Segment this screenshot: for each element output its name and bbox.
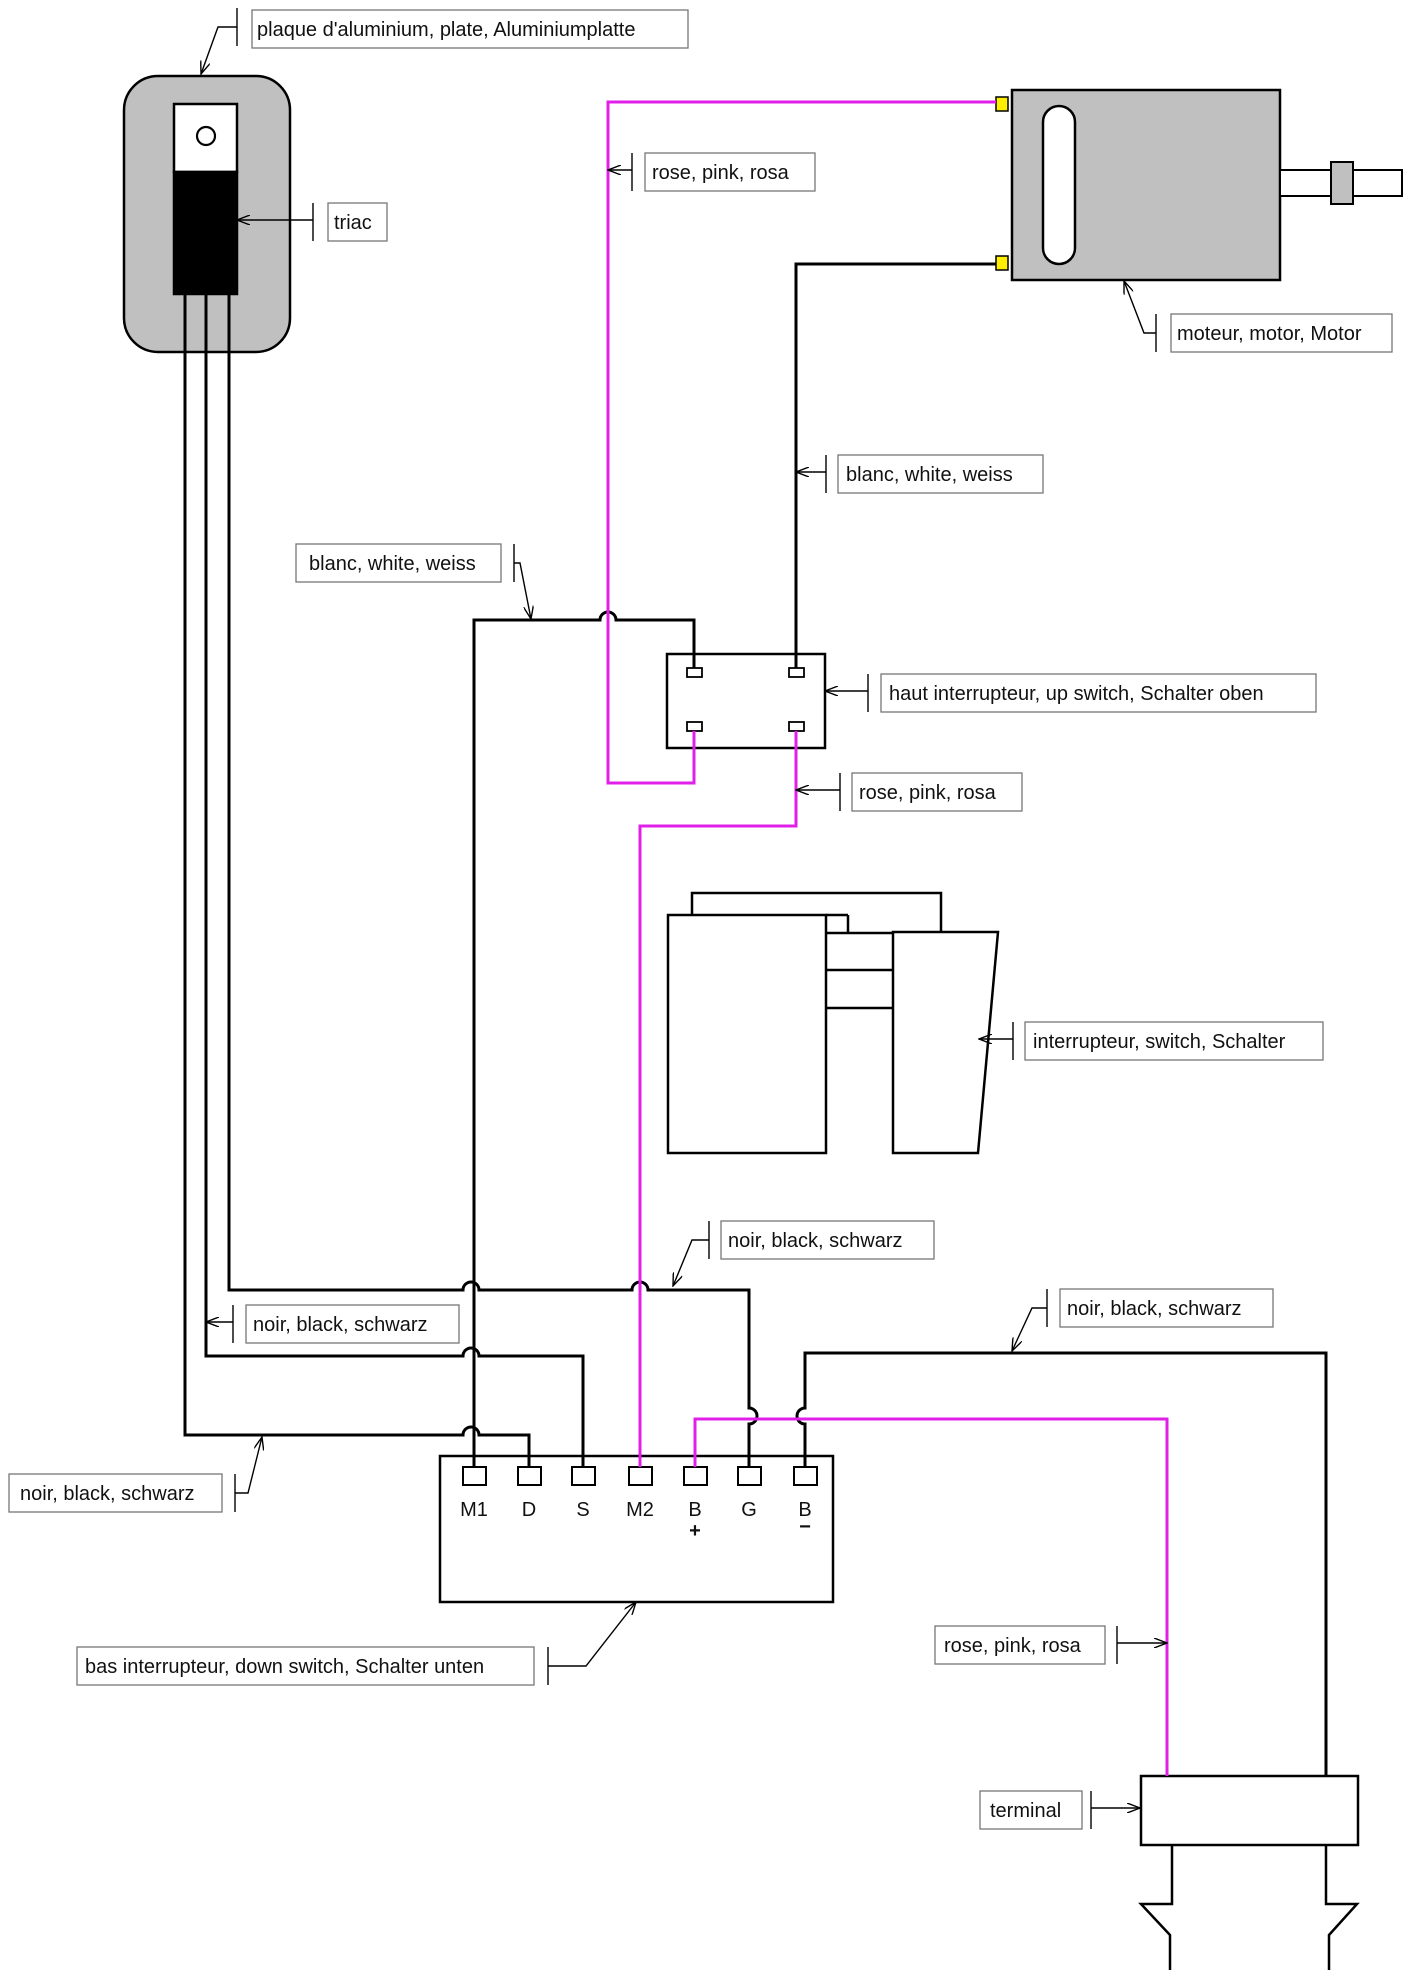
label-black-left: noir, black, schwarz [206, 1304, 460, 1344]
plus-sign: + [689, 1520, 701, 1542]
pin-m1: M1 [460, 1499, 488, 1521]
label-black-bottom-left: noir, black, schwarz [8, 1437, 262, 1513]
label-pink-top-text: rose, pink, rosa [652, 162, 790, 184]
label-pink-mid: rose, pink, rosa [796, 772, 1023, 812]
label-pink-bottom: rose, pink, rosa [934, 1625, 1167, 1665]
pink-wires [606, 100, 1169, 1776]
triac [172, 102, 239, 296]
minus-sign: − [799, 1516, 811, 1538]
label-triac-text: triac [334, 212, 372, 234]
label-white-right: blanc, white, weiss [796, 454, 1044, 494]
label-terminal-text: terminal [990, 1800, 1061, 1822]
label-down-switch: bas interrupteur, down switch, Schalter … [76, 1602, 636, 1686]
pin-b-minus: B [798, 1499, 811, 1521]
label-pink-top: rose, pink, rosa [608, 152, 816, 192]
label-white-right-text: blanc, white, weiss [846, 464, 1013, 486]
label-triac: triac [237, 202, 388, 242]
label-black-mid-text: noir, black, schwarz [728, 1230, 903, 1252]
motor [995, 88, 1403, 282]
label-switch-text: interrupteur, switch, Schalter [1033, 1031, 1286, 1053]
label-black-bottom-left-text: noir, black, schwarz [20, 1483, 195, 1505]
label-black-right: noir, black, schwarz [1012, 1288, 1274, 1351]
label-down-switch-text: bas interrupteur, down switch, Schalter … [85, 1656, 484, 1678]
pin-g: G [741, 1499, 757, 1521]
label-black-right-text: noir, black, schwarz [1067, 1298, 1242, 1320]
terminal [1138, 1774, 1360, 1970]
label-white-left: blanc, white, weiss [295, 543, 531, 619]
label-white-left-text: blanc, white, weiss [309, 553, 476, 575]
label-pink-mid-text: rose, pink, rosa [859, 782, 997, 804]
label-up-switch: haut interrupteur, up switch, Schalter o… [825, 673, 1317, 713]
label-terminal: terminal [979, 1790, 1140, 1830]
pin-m2: M2 [626, 1499, 654, 1521]
up-switch [665, 652, 827, 750]
pin-d: D [522, 1499, 536, 1521]
label-switch: interrupteur, switch, Schalter [979, 1021, 1324, 1061]
label-pink-bottom-text: rose, pink, rosa [944, 1635, 1082, 1657]
label-plate: plaque d'aluminium, plate, Aluminiumplat… [201, 8, 689, 74]
label-motor: moteur, motor, Motor [1124, 281, 1393, 353]
label-up-switch-text: haut interrupteur, up switch, Schalter o… [889, 683, 1264, 705]
label-motor-text: moteur, motor, Motor [1177, 323, 1362, 345]
switch-drawing [666, 891, 1000, 1155]
pin-b-plus: B [688, 1499, 701, 1521]
down-switch: M1 D S M2 B + G B − [438, 1454, 835, 1604]
label-black-mid: noir, black, schwarz [673, 1220, 935, 1286]
label-plate-text: plaque d'aluminium, plate, Aluminiumplat… [257, 19, 635, 41]
pin-s: S [576, 1499, 589, 1521]
label-black-left-text: noir, black, schwarz [253, 1314, 428, 1336]
